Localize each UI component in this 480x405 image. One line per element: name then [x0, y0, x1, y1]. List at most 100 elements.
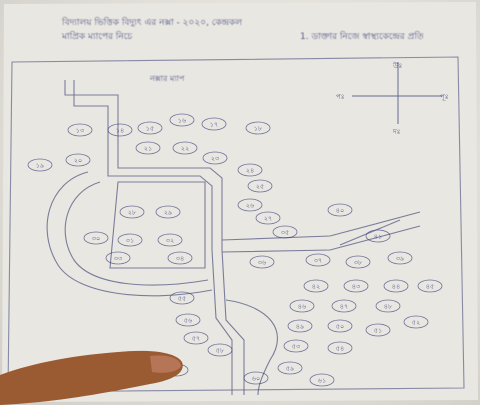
house-marker: ৫৩ — [283, 339, 309, 353]
house-outline — [387, 251, 413, 265]
house-outline — [175, 313, 201, 327]
house-number: ৬০ — [252, 375, 260, 383]
map-title: নক্সার ম্যাপ — [150, 74, 185, 83]
house-marker: ২২ — [172, 141, 198, 155]
house-number: ৩৪ — [176, 255, 184, 263]
house-number: ১৮ — [254, 125, 263, 133]
house-number: ৫৫ — [178, 295, 186, 303]
house-marker: ২৭ — [255, 211, 281, 225]
house-outline — [155, 205, 181, 219]
house-number: ২৮ — [128, 209, 137, 217]
road-main-outer — [64, 80, 245, 395]
house-marker: ২৬ — [237, 198, 263, 212]
house-number: ১৩ — [76, 127, 85, 135]
house-marker: ৩৪ — [167, 251, 193, 265]
house-number: ৪৪ — [392, 283, 400, 291]
house-number: ৫১ — [374, 327, 382, 335]
compass-east-label: পূঃ — [440, 93, 448, 101]
house-number: ৬১ — [318, 377, 326, 385]
house-number: ২০ — [74, 157, 82, 165]
house-number: ৪৯ — [296, 323, 305, 331]
house-marker: ২৯ — [155, 205, 181, 219]
house-outline — [27, 158, 53, 172]
house-marker: ৩২ — [157, 233, 183, 247]
house-outline — [327, 319, 353, 333]
house-marker: ৫১ — [365, 323, 391, 337]
house-number: ৪৩ — [352, 283, 361, 291]
house-outline — [157, 233, 183, 247]
house-marker: ৩১ — [117, 233, 143, 247]
house-outline — [365, 323, 391, 337]
house-number: ২৬ — [246, 202, 255, 210]
road-east-lower — [221, 225, 421, 253]
house-outline — [343, 279, 369, 293]
house-marker: ৩৩ — [105, 251, 131, 265]
house-outline — [383, 279, 409, 293]
house-number: ৪৮ — [384, 303, 393, 311]
house-number: ৪১ — [374, 233, 382, 241]
finger-shape — [0, 350, 183, 405]
house-outline — [105, 251, 131, 265]
house-outline — [283, 339, 309, 353]
house-outline — [305, 253, 331, 267]
house-number: ৩২ — [166, 237, 174, 245]
house-outline — [365, 229, 391, 243]
pointing-finger — [0, 350, 183, 405]
roads — [46, 80, 421, 396]
house-outline — [201, 117, 227, 131]
house-outline — [119, 205, 145, 219]
house-marker: ২৩ — [202, 151, 228, 165]
house-outline — [417, 279, 443, 293]
house-outline — [303, 279, 329, 293]
house-outline — [289, 299, 315, 313]
house-marker: ২৮ — [119, 205, 145, 219]
header-right-note: 1. ডাক্তার নিজে স্বাস্থ্যকেন্দ্রের প্রতি — [300, 32, 424, 42]
house-outline — [169, 113, 195, 127]
house-outline — [83, 231, 109, 245]
house-marker: ২০ — [65, 153, 91, 167]
house-number: ১৯ — [36, 162, 45, 170]
house-number: ৩৯ — [396, 255, 405, 263]
house-number: ১৭ — [210, 121, 218, 129]
house-number: ২৪ — [246, 167, 254, 175]
house-marker: ৩৫ — [272, 225, 298, 239]
house-marker: ১৫ — [137, 121, 163, 135]
house-number: ৫৬ — [184, 317, 193, 325]
house-marker: ৫২ — [403, 315, 429, 329]
house-outline — [403, 315, 429, 329]
house-marker: ৩৭ — [305, 253, 331, 267]
house-outline — [135, 141, 161, 155]
house-marker: ২৪ — [237, 163, 263, 177]
house-marker: ৩৮ — [345, 255, 371, 269]
house-number: ২২ — [181, 145, 189, 153]
house-number: ৩৬ — [258, 259, 267, 267]
house-outline — [247, 179, 273, 193]
house-number: ২১ — [144, 145, 152, 153]
compass-rose — [352, 62, 442, 124]
house-marker: ৩০ — [83, 231, 109, 245]
house-number: ৪৫ — [426, 283, 434, 291]
house-marker: ১৭ — [201, 117, 227, 131]
compass-south-label: দঃ — [392, 128, 400, 136]
house-outline — [255, 211, 281, 225]
house-number: ২৫ — [256, 183, 264, 191]
road-main-inner — [73, 80, 233, 395]
house-outline — [345, 255, 371, 269]
house-marker: ১৬ — [169, 113, 195, 127]
house-marker: ৫৫ — [169, 291, 195, 305]
house-number: ৪০ — [336, 207, 344, 215]
house-marker: ৪৫ — [417, 279, 443, 293]
house-outline — [327, 203, 353, 217]
house-marker: ২৫ — [247, 179, 273, 193]
house-outline — [183, 331, 209, 345]
house-outline — [172, 141, 198, 155]
house-outline — [237, 198, 263, 212]
fingernail — [150, 355, 181, 373]
house-number: ৪৬ — [298, 303, 307, 311]
house-number: ৫০ — [336, 323, 344, 331]
compass-west-label: পঃ — [336, 93, 344, 101]
house-marker: ৪৮ — [375, 299, 401, 313]
